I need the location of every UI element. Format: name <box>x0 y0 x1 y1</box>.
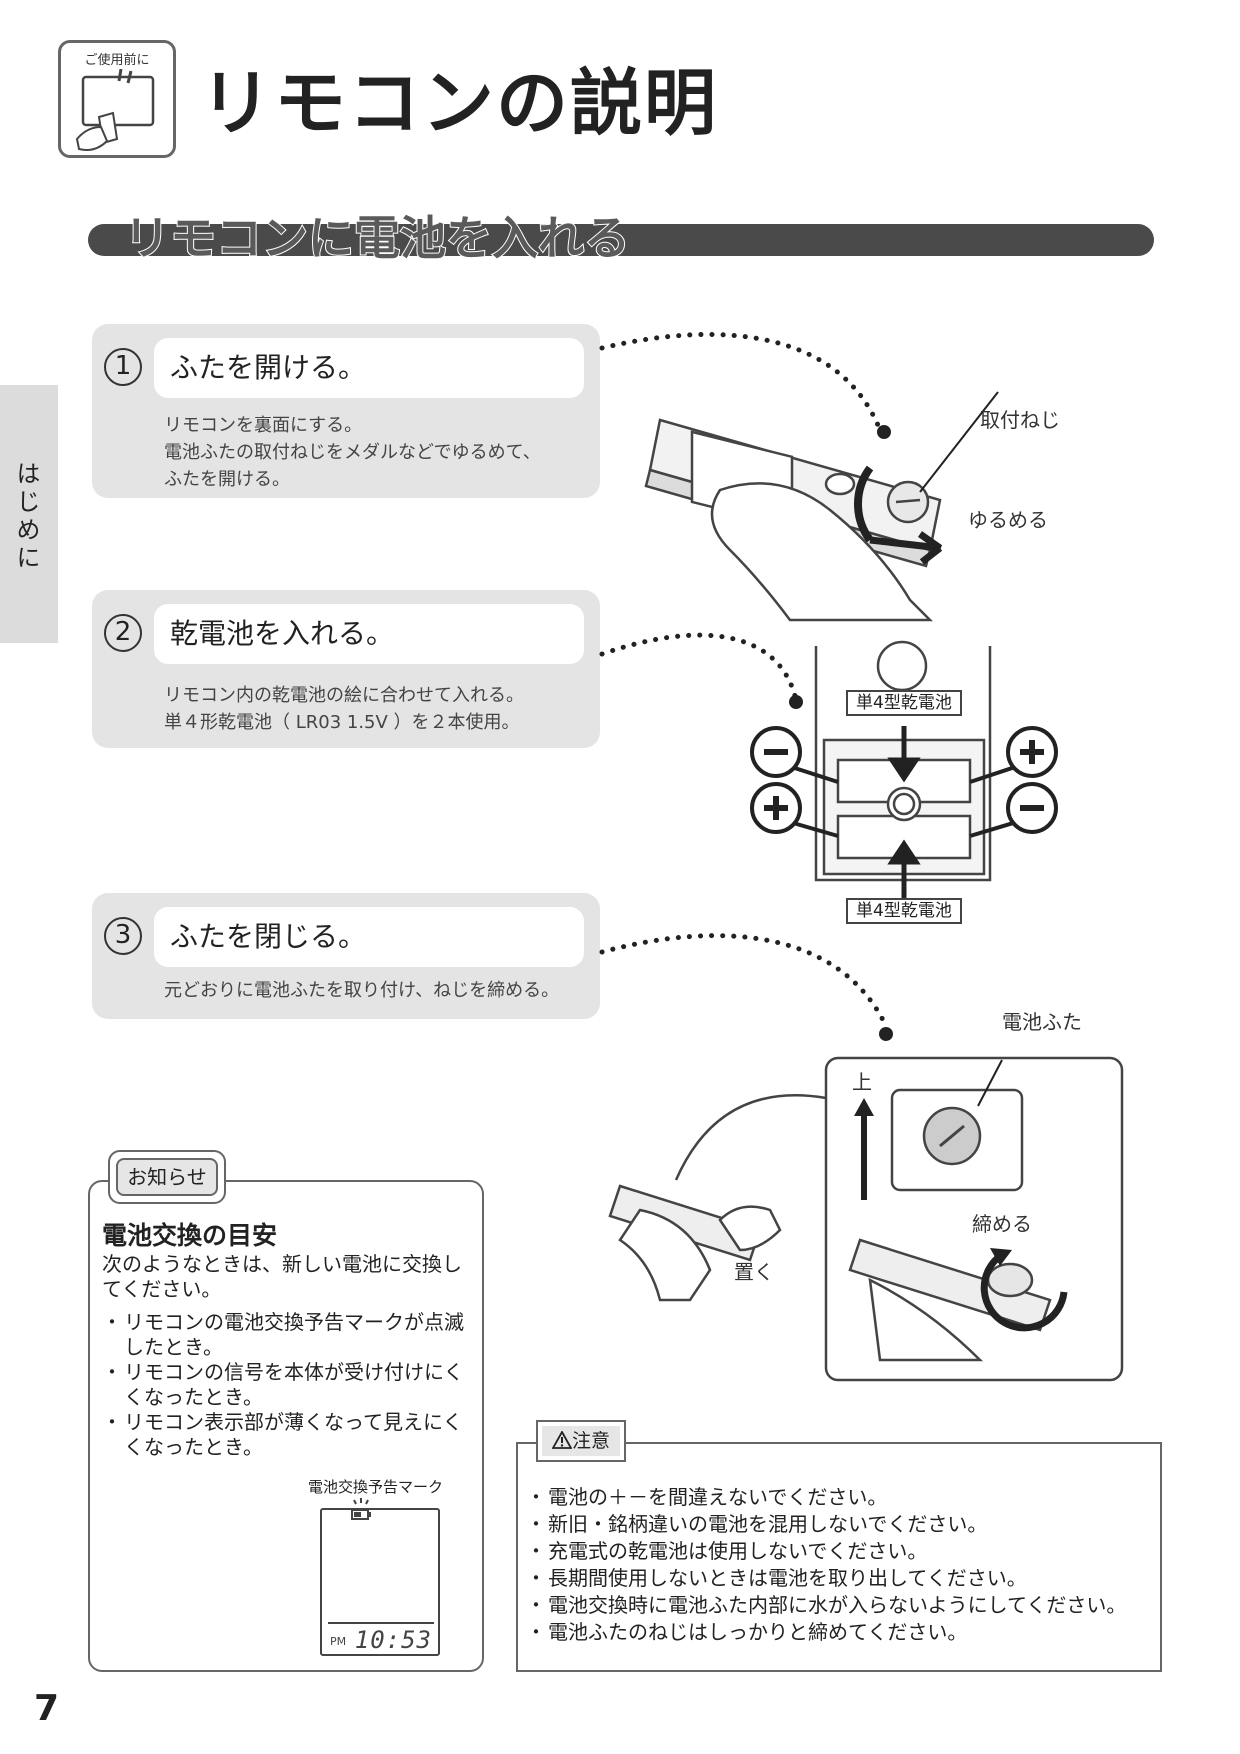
step-heading: 乾電池を入れる。 <box>170 617 395 650</box>
remote-hand-icon <box>75 69 155 151</box>
dotted-connector-1 <box>599 331 883 433</box>
list-item: リモコン表示部が薄くなって見えにくくなったとき。 <box>102 1410 478 1460</box>
lcd-caption: 電池交換予告マーク <box>308 1478 444 1496</box>
connector-dot-2 <box>789 695 803 709</box>
notice-title: 電池交換の目安 <box>102 1221 278 1250</box>
side-tab-label: はじめに <box>12 461 40 573</box>
step-line: 単４形乾電池（ LR03 1.5V ）を２本使用。 <box>164 712 520 733</box>
list-item: 電池の＋－を間違えないでください。 <box>526 1484 1152 1511</box>
warning-icon <box>551 1430 573 1449</box>
header-icon-label: ご使用前に <box>84 53 150 68</box>
list-item: 充電式の乾電池は使用しないでください。 <box>526 1538 1152 1565</box>
loosen-label: ゆるめる <box>968 508 1048 532</box>
lcd-time-row: PM 10:53 <box>328 1622 434 1654</box>
loosen-arrow-arc <box>854 465 874 543</box>
battery-label-top: 単4型乾電池 <box>846 690 962 716</box>
dotted-connector-3 <box>599 933 889 1029</box>
screw-label: 取付ねじ <box>980 408 1060 432</box>
notice-intro: 次のようなときは、新しい電池に交換してください。 <box>102 1252 462 1301</box>
section-bar <box>88 224 1154 256</box>
step-heading: ふたを閉じる。 <box>170 920 367 953</box>
step-body: リモコン内の乾電池の絵に合わせて入れる。 単４形乾電池（ LR03 1.5V ）… <box>164 682 524 736</box>
tighten-illustration <box>848 1238 1052 1362</box>
place-curve <box>674 1094 827 1181</box>
caution-tab: 注意 <box>536 1420 626 1462</box>
place-cover-illustration <box>608 1184 782 1302</box>
step-line: リモコン内の乾電池の絵に合わせて入れる。 <box>164 685 524 706</box>
lcd-display: PM 10:53 <box>320 1498 440 1656</box>
battery-insert-arrows <box>887 726 921 898</box>
dotted-connector-2 <box>599 632 799 703</box>
step-card-2: 2 乾電池を入れる。 リモコン内の乾電池の絵に合わせて入れる。 単４形乾電池（ … <box>92 590 600 748</box>
cover-leader-line <box>977 1059 1003 1107</box>
step-line: ふたを開ける。 <box>164 469 290 490</box>
step-line: 元どおりに電池ふたを取り付け、ねじを締める。 <box>164 980 560 1001</box>
tighten-label: 締める <box>972 1212 1032 1236</box>
battery-warning-icon <box>351 1498 371 1520</box>
caution-tab-label: 注意 <box>571 1430 610 1452</box>
step-heading: ふたを開ける。 <box>170 351 367 384</box>
step-line: リモコンを裏面にする。 <box>164 415 363 436</box>
loosen-arrow-head <box>869 531 943 565</box>
notice-list: リモコンの電池交換予告マークが点滅したとき。 リモコンの信号を本体が受け付けにく… <box>102 1310 478 1460</box>
list-item: リモコンの信号を本体が受け付けにくくなったとき。 <box>102 1360 478 1410</box>
step-heading-box: 乾電池を入れる。 <box>154 604 584 664</box>
cover-label: 電池ふた <box>1002 1010 1082 1034</box>
step-heading-box: ふたを開ける。 <box>154 338 584 398</box>
step-body: 元どおりに電池ふたを取り付け、ねじを締める。 <box>164 977 559 1004</box>
notice-tab-label: お知らせ <box>116 1158 218 1196</box>
step-number: 1 <box>104 348 142 386</box>
lcd-time: 10:53 <box>354 1626 432 1654</box>
page-number: 7 <box>34 1688 60 1729</box>
list-item: 長期間使用しないときは電池を取り出してください。 <box>526 1565 1152 1592</box>
list-item: 新旧・銘柄違いの電池を混用しないでください。 <box>526 1511 1152 1538</box>
step-line: 電池ふたの取付ねじをメダルなどでゆるめて、 <box>164 442 541 463</box>
connector-dot-3 <box>879 1027 893 1041</box>
step-number: 2 <box>104 614 142 652</box>
caution-list: 電池の＋－を間違えないでください。 新旧・銘柄違いの電池を混用しないでください。… <box>526 1484 1152 1646</box>
up-label: 上 <box>852 1070 872 1094</box>
remote-open-illustration <box>644 418 942 622</box>
list-item: 電池交換時に電池ふた内部に水が入らないようにしてください。 <box>526 1592 1152 1619</box>
step-body: リモコンを裏面にする。 電池ふたの取付ねじをメダルなどでゆるめて、 ふたを開ける… <box>164 412 541 493</box>
step-card-1: 1 ふたを開ける。 リモコンを裏面にする。 電池ふたの取付ねじをメダルなどでゆる… <box>92 324 600 498</box>
place-label: 置く <box>734 1260 774 1284</box>
side-tab: はじめに <box>0 385 58 643</box>
caution-tab-inner: 注意 <box>542 1426 620 1456</box>
step-card-3: 3 ふたを閉じる。 元どおりに電池ふたを取り付け、ねじを締める。 <box>92 893 600 1019</box>
header-icon-box: ご使用前に <box>58 40 176 158</box>
section-title: リモコンに電池を入れる <box>123 210 631 266</box>
battery-label-bottom: 単4型乾電池 <box>846 898 962 924</box>
list-item: 電池ふたのねじはしっかりと締めてください。 <box>526 1619 1152 1646</box>
page-title: リモコンの説明 <box>200 61 719 145</box>
notice-tab: お知らせ <box>108 1150 226 1204</box>
step-number: 3 <box>104 917 142 955</box>
step-heading-box: ふたを閉じる。 <box>154 907 584 967</box>
screw-leader-line <box>919 391 999 493</box>
connector-dot-1 <box>877 425 891 439</box>
lcd-pm: PM <box>330 1635 347 1648</box>
list-item: リモコンの電池交換予告マークが点滅したとき。 <box>102 1310 478 1360</box>
instruction-illustrations <box>599 331 1124 1382</box>
polarity-icons <box>750 726 1058 838</box>
tighten-arrow-icon <box>980 1253 1068 1332</box>
